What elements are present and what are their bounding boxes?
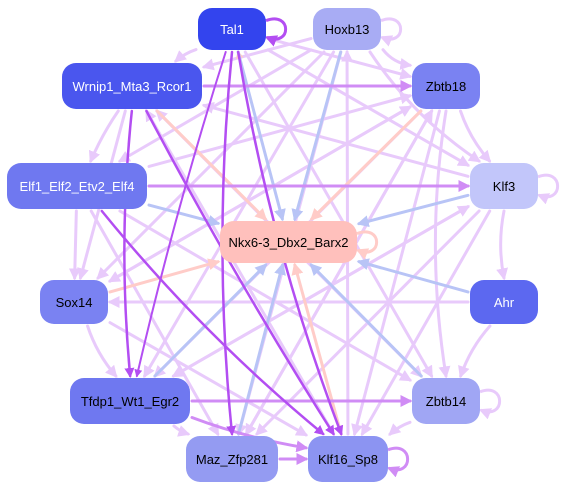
edge-tal1-to-wrnip1 bbox=[174, 48, 198, 63]
node-label: Tfdp1_Wt1_Egr2 bbox=[80, 393, 180, 409]
node-klf3[interactable]: Klf3 bbox=[470, 163, 538, 209]
self-loop-klf3 bbox=[536, 173, 560, 205]
node-label: Hoxb13 bbox=[324, 21, 370, 37]
node-tal1[interactable]: Tal1 bbox=[198, 8, 266, 50]
edge-elf1-to-nkx6 bbox=[147, 203, 221, 227]
edge-wrnip1-to-nkx6 bbox=[155, 109, 268, 221]
edge-zbtb18-to-klf3 bbox=[459, 109, 492, 163]
node-label: Elf1_Elf2_Etv2_Elf4 bbox=[19, 178, 135, 194]
edge-hoxb13-to-tfdp1 bbox=[143, 50, 336, 379]
edge-wrnip1-to-klf16 bbox=[145, 109, 335, 436]
node-sox14[interactable]: Sox14 bbox=[40, 280, 108, 324]
edge-elf1-to-zbtb14 bbox=[118, 209, 413, 382]
self-loop-tal1 bbox=[264, 17, 288, 47]
edge-klf16-to-wrnip1 bbox=[144, 108, 336, 436]
node-label: Klf16_Sp8 bbox=[318, 451, 378, 467]
node-label: Nkx6-3_Dbx2_Barx2 bbox=[228, 234, 349, 250]
node-label: Ahr bbox=[493, 294, 515, 310]
edge-klf3-to-ahr bbox=[496, 209, 509, 281]
node-label: Klf3 bbox=[492, 178, 516, 194]
edge-hoxb13-to-wrnip1 bbox=[201, 37, 313, 71]
edge-zbtb18-to-zbtb14 bbox=[433, 109, 451, 379]
edge-hoxb13-to-zbtb18 bbox=[381, 48, 413, 70]
edge-sox14-to-klf16 bbox=[108, 321, 309, 437]
edge-wrnip1-to-tfdp1 bbox=[123, 109, 135, 378]
edge-tal1-to-zbtb14 bbox=[243, 50, 434, 379]
edge-zbtb14-to-nkx6 bbox=[309, 263, 423, 378]
edge-sox14-to-nkx6 bbox=[108, 258, 221, 294]
edge-sox14-to-zbtb18 bbox=[108, 105, 413, 283]
node-hoxb13[interactable]: Hoxb13 bbox=[313, 8, 381, 50]
edge-ahr-to-zbtb14 bbox=[458, 324, 492, 379]
self-loop-hoxb13 bbox=[379, 17, 403, 47]
edge-hoxb13-to-elf1 bbox=[117, 48, 313, 163]
edge-wrnip1-to-elf1 bbox=[88, 109, 120, 164]
edge-zbtb18-to-nkx6 bbox=[310, 109, 423, 221]
edge-ahr-to-nkx6 bbox=[356, 258, 470, 294]
edge-elf1-to-maz bbox=[89, 209, 220, 437]
node-tfdp1-wt1-egr2[interactable]: Tfdp1_Wt1_Egr2 bbox=[70, 378, 190, 424]
node-maz-zfp281[interactable]: Maz_Zfp281 bbox=[186, 436, 278, 482]
edge-tal1-to-klf3 bbox=[266, 48, 471, 167]
node-zbtb18[interactable]: Zbtb18 bbox=[412, 63, 480, 109]
node-label: Wrnip1_Mta3_Rcor1 bbox=[72, 78, 192, 94]
edge-tfdp1-to-klf3 bbox=[171, 205, 471, 378]
self-loop-klf16 bbox=[386, 446, 410, 478]
node-zbtb14[interactable]: Zbtb14 bbox=[412, 378, 480, 424]
self-loop-zbtb14 bbox=[478, 388, 502, 420]
node-label: Maz_Zfp281 bbox=[195, 451, 269, 467]
edge-elf1-to-zbtb18 bbox=[147, 92, 413, 168]
edge-zbtb14-to-klf16 bbox=[388, 420, 412, 436]
edge-elf1-to-klf16 bbox=[100, 209, 325, 436]
node-wrnip1-mta3-rcor1[interactable]: Wrnip1_Mta3_Rcor1 bbox=[62, 63, 202, 109]
node-label: Tal1 bbox=[220, 21, 244, 37]
node-elf1-elf2-etv2-elf4[interactable]: Elf1_Elf2_Etv2_Elf4 bbox=[7, 163, 147, 209]
edge-maz-to-nkx6 bbox=[237, 262, 286, 436]
edge-hoxb13-to-nkx6 bbox=[291, 50, 343, 222]
node-klf16-sp8[interactable]: Klf16_Sp8 bbox=[308, 436, 388, 482]
edge-klf16-to-nkx6 bbox=[291, 262, 343, 436]
node-label: Zbtb18 bbox=[425, 78, 467, 94]
edge-tfdp1-to-nkx6 bbox=[153, 263, 268, 378]
edge-klf3-to-nkx6 bbox=[356, 193, 470, 228]
edge-tal1-to-nkx6 bbox=[236, 50, 286, 222]
node-ahr[interactable]: Ahr bbox=[470, 280, 538, 324]
edge-tal1-to-tfdp1 bbox=[134, 51, 227, 378]
node-label: Sox14 bbox=[55, 294, 93, 310]
edge-tfdp1-to-klf16 bbox=[190, 415, 309, 453]
self-loop-nkx6 bbox=[355, 230, 379, 260]
node-label: Zbtb14 bbox=[425, 393, 467, 409]
edge-klf3-to-klf16 bbox=[360, 209, 492, 437]
edge-elf1-to-sox14 bbox=[68, 209, 81, 281]
edge-maz-to-zbtb18 bbox=[244, 108, 434, 436]
edge-tfdp1-to-maz bbox=[172, 424, 191, 437]
node-nkx6-3-dbx2-barx2[interactable]: Nkx6-3_Dbx2_Barx2 bbox=[220, 221, 357, 263]
edge-sox14-to-tfdp1 bbox=[86, 324, 118, 378]
edge-klf3-to-wrnip1 bbox=[201, 102, 470, 178]
